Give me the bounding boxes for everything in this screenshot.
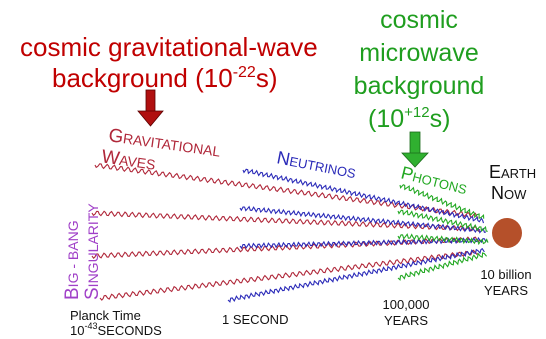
planck-seconds-label: 10-43SECONDS (70, 321, 162, 338)
neutrino-lines (227, 168, 487, 303)
photons-label: PHOTONS (399, 162, 470, 198)
years-100k-line2: YEARS (384, 313, 428, 328)
gw-callout-line1: cosmic gravitational-wave (20, 32, 318, 62)
photon-lines (397, 184, 489, 281)
photon-line (397, 209, 488, 232)
gravitational-wave-line (99, 249, 479, 301)
neutrinos-label: NEUTRINOS (275, 147, 358, 182)
cmb-callout-line4: (10+12s) (368, 104, 450, 133)
earth-circle (492, 218, 522, 248)
cmb-callout-line1: cosmic (380, 6, 458, 34)
svg-text:NOW: NOW (491, 183, 527, 203)
svg-text:WAVES: WAVES (100, 146, 157, 174)
ten-billion-line1: 10 billion (480, 267, 531, 282)
neutrino-line (239, 205, 486, 234)
microwave-background-arrow (401, 131, 429, 168)
svg-text:BIG - BANG: BIG - BANG (62, 220, 83, 300)
ten-billion-line2: YEARS (484, 283, 528, 298)
gravitational-waves-label: GRAVITATIONAL WAVES (100, 125, 221, 174)
one-second-label: 1 SECOND (222, 312, 288, 327)
photon-line (399, 184, 485, 219)
gravitational-wave-line (91, 236, 481, 260)
cmb-callout-line3: background (354, 72, 485, 100)
photon-line (397, 252, 488, 281)
svg-text:PHOTONS: PHOTONS (399, 162, 470, 198)
years-100k-line1: 100,000 (383, 297, 430, 312)
planck-time-label: Planck Time (70, 308, 141, 323)
neutrino-line (227, 247, 485, 303)
photon-line (397, 233, 489, 246)
gravitational-wave-line (91, 210, 481, 233)
gw-callout-line2: background (10-22s) (52, 63, 277, 93)
gravitational-wave-arrow (137, 89, 164, 127)
svg-text:EARTH: EARTH (489, 162, 536, 182)
neutrino-line (242, 168, 485, 224)
cmb-callout-line2: microwave (359, 39, 478, 67)
svg-text:NEUTRINOS: NEUTRINOS (275, 147, 358, 182)
earth-now-label: EARTH NOW (489, 162, 536, 203)
big-bang-singularity-label: BIG - BANG SINGULARITY (62, 203, 103, 300)
neutrino-line (239, 236, 487, 250)
svg-text:SINGULARITY: SINGULARITY (82, 203, 103, 300)
